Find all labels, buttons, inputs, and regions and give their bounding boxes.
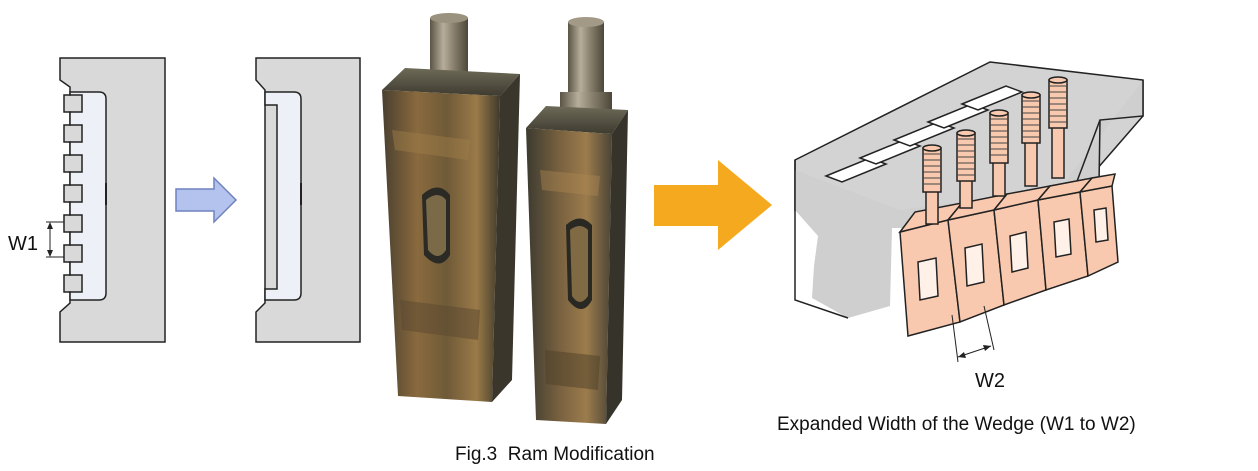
w1-label: W1 (8, 233, 38, 255)
expanded-wedge-illustration (794, 61, 1144, 337)
wedge-row (898, 173, 1119, 337)
modified-ram-slot (264, 91, 302, 301)
w2-label: W2 (975, 370, 1005, 392)
modified-ram-section (255, 57, 361, 343)
photo-ram-left (382, 13, 520, 402)
ram-photo (382, 13, 628, 424)
original-ram-slot (69, 91, 107, 301)
original-ram-section (59, 57, 166, 343)
figure-caption: Fig.3 Ram Modification (455, 444, 655, 465)
right-arrow-icon (654, 160, 772, 250)
expanded-width-caption: Expanded Width of the Wedge (W1 to W2) (777, 414, 1136, 435)
right-arrow-icon (175, 176, 238, 224)
w1-dimension (46, 221, 64, 258)
photo-ram-right (526, 17, 628, 424)
w2-dimension (951, 305, 995, 363)
block-front-face (795, 80, 1143, 318)
